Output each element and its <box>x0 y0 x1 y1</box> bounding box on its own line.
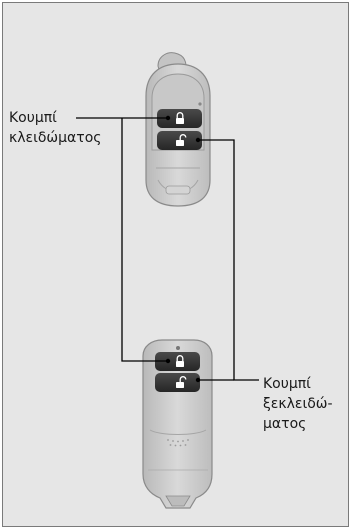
unlock-leader-line <box>198 139 259 381</box>
unlocked-padlock-icon <box>176 134 187 146</box>
folding-key-lock-button[interactable] <box>157 109 202 128</box>
lock-leader-dot <box>165 115 171 121</box>
unlock-button-label: Κουμπί ξεκλειδώ- ματος <box>263 374 333 434</box>
lock-label-line: κλειδώματος <box>9 130 102 146</box>
lock-label-line: Κουμπί <box>9 110 57 126</box>
locked-padlock-icon <box>176 112 184 124</box>
lock-leader-line <box>76 117 168 362</box>
lock-leader-dot <box>165 358 171 364</box>
smart-key-lock-button[interactable] <box>155 352 200 371</box>
locked-padlock-icon <box>176 355 184 367</box>
folding-key <box>145 52 211 207</box>
unlock-leader-dot <box>195 377 201 383</box>
unlock-label-line: Κουμπί <box>263 376 311 392</box>
unlock-label-line: ματος <box>263 416 307 432</box>
lock-button-label: Κουμπί κλειδώματος <box>9 108 101 148</box>
unlock-label-line: ξεκλειδώ- <box>263 396 333 412</box>
unlocked-padlock-icon <box>176 376 187 388</box>
folding-key-unlock-button[interactable] <box>157 131 202 150</box>
smart-key-unlock-button[interactable] <box>155 373 200 392</box>
unlock-leader-dot <box>195 137 201 143</box>
